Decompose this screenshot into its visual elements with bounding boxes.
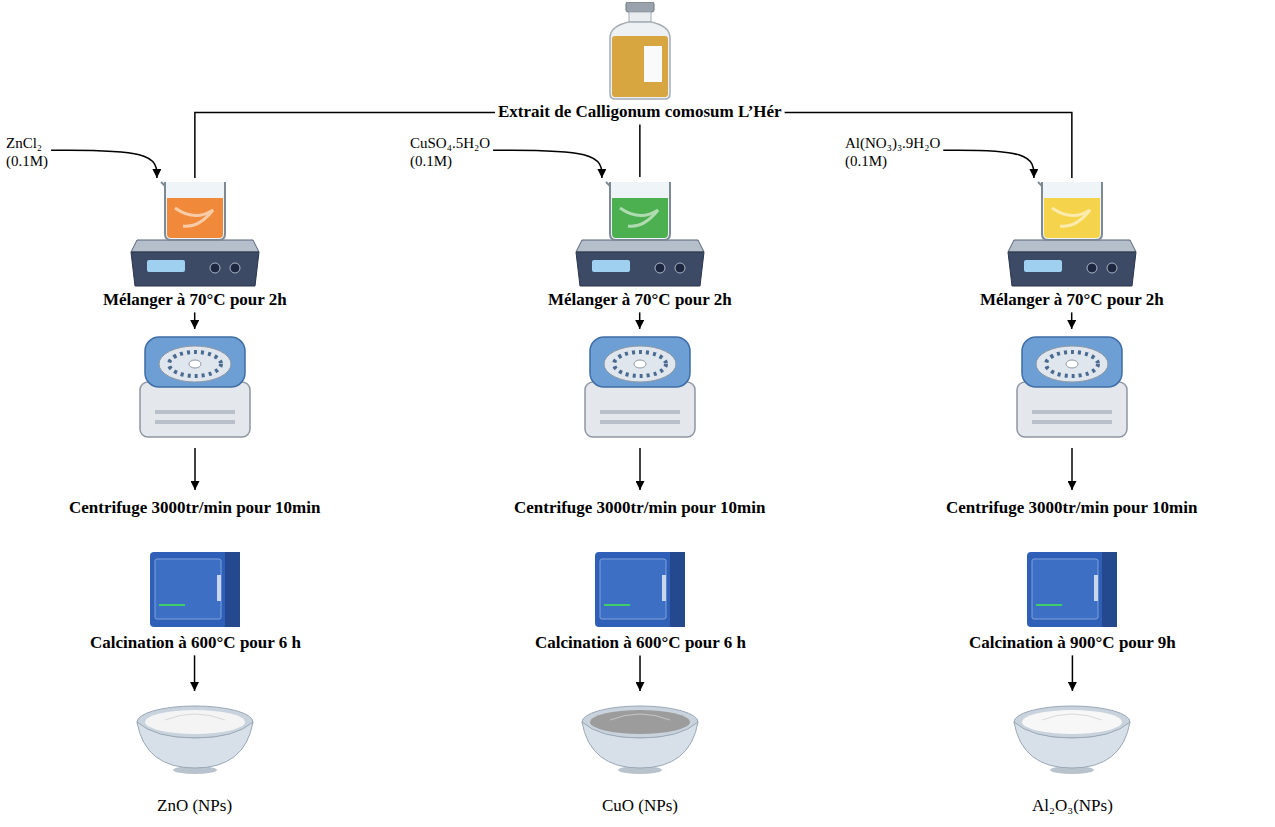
- icon-space: [195, 545, 196, 633]
- step-label: Centrifuge 3000tr/min pour 10min: [946, 498, 1197, 518]
- flow-connector: [639, 124, 641, 177]
- step-label: ZnCl₂ (0.1M): [6, 134, 48, 170]
- reagent-label: CuSO₄.5H₂O (0.1M): [410, 134, 490, 170]
- mix-step: Mélanger à 70°C pour 2h: [980, 178, 1164, 310]
- step-label: Mélanger à 70°C pour 2h: [980, 290, 1164, 310]
- centrifuge-icon: [585, 337, 695, 437]
- step-label: Centrifuge 3000tr/min pour 10min: [69, 498, 320, 518]
- mix-step: Mélanger à 70°C pour 2h: [548, 178, 732, 310]
- icon-space: [639, 178, 640, 290]
- step-label: Centrifuge 3000tr/min pour 10min: [514, 498, 765, 518]
- step-label: ZnO (NPs): [157, 796, 232, 816]
- step-label: Al₂O₃(NPs): [1032, 796, 1113, 816]
- centrifuge-icon: [140, 337, 250, 437]
- powder-bowl: [137, 706, 253, 774]
- flow-connector: [639, 312, 641, 329]
- flow-connector: [194, 655, 196, 691]
- beaker-hotplate: [576, 182, 704, 286]
- icon-space: [1071, 178, 1072, 290]
- step-label: Mélanger à 70°C pour 2h: [548, 290, 732, 310]
- flow-connector: [1072, 655, 1074, 691]
- mix-step: Mélanger à 70°C pour 2h: [103, 178, 287, 310]
- flow-connector: [195, 112, 495, 178]
- powder-bowl: [1014, 706, 1130, 774]
- flow-connector: [493, 150, 602, 178]
- step-label: Extrait de Calligonum comosum L’Hér: [498, 102, 782, 122]
- step-label: Al(NO₃)₃.9H₂O (0.1M): [845, 134, 940, 170]
- reagent-label: ZnCl₂ (0.1M): [6, 134, 48, 170]
- flow-connector: [639, 655, 641, 691]
- icon-space: [639, 2, 640, 102]
- product-node: ZnO (NPs): [157, 692, 232, 816]
- furnace-icon: [1027, 552, 1117, 627]
- icon-space: [639, 330, 640, 498]
- step-label: Calcination à 600°C pour 6 h: [90, 633, 301, 653]
- step-arrow: [194, 448, 196, 490]
- flow-connector: [943, 150, 1034, 178]
- flow-connector: [51, 150, 157, 178]
- extract-bottle: [610, 2, 670, 99]
- calcination-step: Calcination à 900°C pour 9h: [969, 545, 1176, 653]
- centrifuge-step: Centrifuge 3000tr/min pour 10min: [514, 330, 765, 518]
- step-label: Calcination à 900°C pour 9h: [969, 633, 1176, 653]
- step-label: CuSO₄.5H₂O (0.1M): [410, 134, 490, 170]
- step-arrow: [1071, 448, 1073, 490]
- calcination-step: Calcination à 600°C pour 6 h: [535, 545, 746, 653]
- furnace-icon: [595, 552, 685, 627]
- furnace-icon: [150, 552, 240, 627]
- step-arrow: [639, 448, 641, 490]
- centrifuge-step: Centrifuge 3000tr/min pour 10min: [69, 330, 320, 518]
- icon-space: [1071, 330, 1072, 498]
- step-label: Calcination à 600°C pour 6 h: [535, 633, 746, 653]
- powder-bowl: [582, 706, 698, 774]
- centrifuge-icon: [1017, 337, 1127, 437]
- beaker-hotplate: [1008, 182, 1136, 286]
- icon-space: [194, 692, 195, 796]
- flow-connector: [194, 312, 196, 329]
- centrifuge-step: Centrifuge 3000tr/min pour 10min: [946, 330, 1197, 518]
- icon-space: [194, 330, 195, 498]
- calcination-step: Calcination à 600°C pour 6 h: [90, 545, 301, 653]
- icon-space: [640, 545, 641, 633]
- icon-space: [1072, 692, 1073, 796]
- flow-connector: [785, 112, 1072, 178]
- reagent-label: Al(NO₃)₃.9H₂O (0.1M): [845, 134, 940, 170]
- product-node: Al₂O₃(NPs): [1032, 692, 1113, 816]
- flow-connector: [1071, 312, 1073, 329]
- icon-space: [640, 692, 641, 796]
- icon-space: [1072, 545, 1073, 633]
- icon-space: [194, 178, 195, 290]
- step-label: CuO (NPs): [602, 796, 678, 816]
- extract-node: Extrait de Calligonum comosum L’Hér: [498, 2, 782, 122]
- product-node: CuO (NPs): [602, 692, 678, 816]
- step-label: Mélanger à 70°C pour 2h: [103, 290, 287, 310]
- beaker-hotplate: [131, 182, 259, 286]
